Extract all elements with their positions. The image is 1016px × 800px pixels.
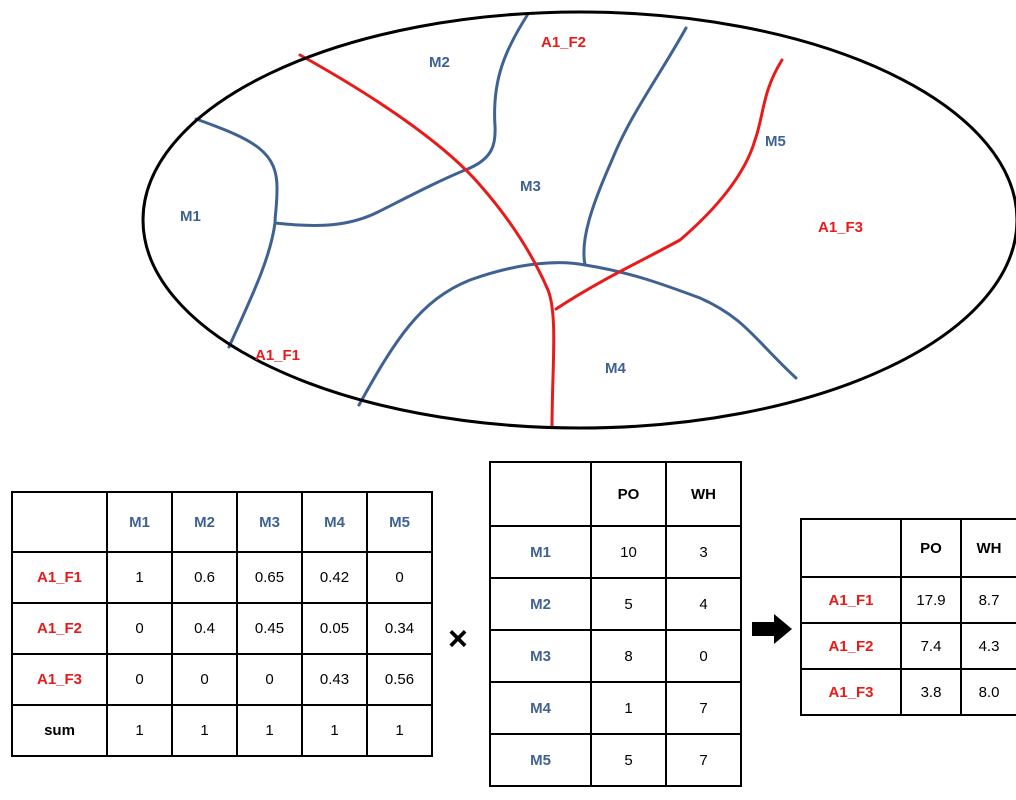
weights-col-header: M5 bbox=[366, 491, 433, 553]
zone-boundary-m1-m3-lower bbox=[273, 166, 472, 227]
table-cell: 1 bbox=[301, 704, 368, 757]
table-cell: 8.0 bbox=[960, 668, 1016, 716]
values-corner-cell bbox=[489, 461, 592, 527]
table-cell: 1 bbox=[171, 704, 238, 757]
table-cell: 3.8 bbox=[900, 668, 962, 716]
table-row: A1_F2 7.4 4.3 bbox=[800, 622, 1016, 670]
table-cell: 4.3 bbox=[960, 622, 1016, 670]
table-cell: 4 bbox=[665, 577, 742, 631]
zone-label-m3: M3 bbox=[520, 178, 541, 195]
table-cell: 0 bbox=[236, 653, 303, 706]
table-cell: 0 bbox=[171, 653, 238, 706]
table-cell: 1 bbox=[366, 704, 433, 757]
zone-boundary-m2-m3 bbox=[468, 12, 530, 170]
table-cell: 7 bbox=[665, 681, 742, 735]
table-cell: 0.43 bbox=[301, 653, 368, 706]
table-cell: 17.9 bbox=[900, 576, 962, 624]
table-cell: 8 bbox=[590, 629, 667, 683]
result-row-header: A1_F3 bbox=[800, 668, 902, 716]
zone-label-m5: M5 bbox=[765, 133, 786, 150]
values-row-header: M1 bbox=[489, 525, 592, 579]
multiply-icon: × bbox=[448, 620, 468, 658]
table-row: M2 5 4 bbox=[489, 577, 742, 631]
table-row: sum 1 1 1 1 1 bbox=[11, 704, 433, 757]
table-cell: 0.56 bbox=[366, 653, 433, 706]
values-row-header: M2 bbox=[489, 577, 592, 631]
table-row: A1_F3 0 0 0 0.43 0.56 bbox=[11, 653, 433, 706]
result-table: PO WH A1_F1 17.9 8.7 A1_F2 7.4 4.3 A1_F3… bbox=[800, 518, 1016, 716]
table-cell: 0 bbox=[106, 602, 173, 655]
table-cell: 5 bbox=[590, 577, 667, 631]
weights-corner-cell bbox=[11, 491, 108, 553]
table-cell: 10 bbox=[590, 525, 667, 579]
zone-label-m4: M4 bbox=[605, 360, 626, 377]
zone-label-m1: M1 bbox=[180, 208, 201, 225]
zone-boundary-m1-a1f1 bbox=[227, 221, 277, 349]
zone-boundary-m4 bbox=[357, 261, 798, 407]
region-label-a1f2: A1_F2 bbox=[541, 34, 586, 51]
table-row: A1_F3 3.8 8.0 bbox=[800, 668, 1016, 716]
result-corner-cell bbox=[800, 518, 902, 578]
result-col-header: PO bbox=[900, 518, 962, 578]
zone-label-m2: M2 bbox=[429, 54, 450, 71]
table-row: M5 5 7 bbox=[489, 733, 742, 787]
table-cell: 1 bbox=[590, 681, 667, 735]
table-cell: 1 bbox=[106, 551, 173, 604]
table-row: A1_F1 1 0.6 0.65 0.42 0 bbox=[11, 551, 433, 604]
weights-col-header: M1 bbox=[106, 491, 173, 553]
zone-region-map: M1 M2 M3 M4 M5 A1_F1 A1_F2 A1_F3 bbox=[141, 10, 1016, 430]
table-cell: 3 bbox=[665, 525, 742, 579]
table-cell: 0.6 bbox=[171, 551, 238, 604]
arrow-right-icon bbox=[752, 614, 792, 644]
table-row: A1_F1 17.9 8.7 bbox=[800, 576, 1016, 624]
table-cell: 0 bbox=[106, 653, 173, 706]
table-row: M3 8 0 bbox=[489, 629, 742, 683]
result-col-header: WH bbox=[960, 518, 1016, 578]
zone-boundary-m1-m3 bbox=[194, 117, 279, 225]
weights-row-header: A1_F1 bbox=[11, 551, 108, 604]
table-cell: 1 bbox=[106, 704, 173, 757]
region-label-a1f1: A1_F1 bbox=[255, 347, 300, 364]
region-boundary-a1f1-a1f2 bbox=[298, 53, 556, 429]
region-label-a1f3: A1_F3 bbox=[818, 219, 863, 236]
table-row: M4 1 7 bbox=[489, 681, 742, 735]
weights-col-header: M2 bbox=[171, 491, 238, 553]
table-cell: 7 bbox=[665, 733, 742, 787]
values-row-header: M5 bbox=[489, 733, 592, 787]
table-cell: 0.45 bbox=[236, 602, 303, 655]
table-cell: 0 bbox=[665, 629, 742, 683]
table-cell: 0.4 bbox=[171, 602, 238, 655]
table-cell: 0.05 bbox=[301, 602, 368, 655]
table-cell: 0.42 bbox=[301, 551, 368, 604]
values-row-header: M4 bbox=[489, 681, 592, 735]
weights-col-header: M4 bbox=[301, 491, 368, 553]
table-cell: 0.65 bbox=[236, 551, 303, 604]
table-cell: 8.7 bbox=[960, 576, 1016, 624]
result-row-header: A1_F2 bbox=[800, 622, 902, 670]
table-cell: 0 bbox=[366, 551, 433, 604]
table-row: M1 10 3 bbox=[489, 525, 742, 579]
weights-row-header: A1_F3 bbox=[11, 653, 108, 706]
table-cell: 0.34 bbox=[366, 602, 433, 655]
values-col-header: WH bbox=[665, 461, 742, 527]
table-cell: 5 bbox=[590, 733, 667, 787]
weights-row-header: A1_F2 bbox=[11, 602, 108, 655]
values-col-header: PO bbox=[590, 461, 667, 527]
weights-table: M1 M2 M3 M4 M5 A1_F1 1 0.6 0.65 0.42 0 A… bbox=[11, 491, 433, 757]
zone-boundary-m3-m5 bbox=[582, 26, 688, 267]
region-boundary-a1f2-a1f3 bbox=[554, 58, 784, 311]
result-row-header: A1_F1 bbox=[800, 576, 902, 624]
weights-col-header: M3 bbox=[236, 491, 303, 553]
values-table: PO WH M1 10 3 M2 5 4 M3 8 0 M4 1 7 M5 5 … bbox=[489, 461, 742, 787]
table-cell: 7.4 bbox=[900, 622, 962, 670]
weights-row-header: sum bbox=[11, 704, 108, 757]
table-cell: 1 bbox=[236, 704, 303, 757]
table-row: A1_F2 0 0.4 0.45 0.05 0.34 bbox=[11, 602, 433, 655]
map-outline bbox=[141, 10, 1016, 430]
values-row-header: M3 bbox=[489, 629, 592, 683]
